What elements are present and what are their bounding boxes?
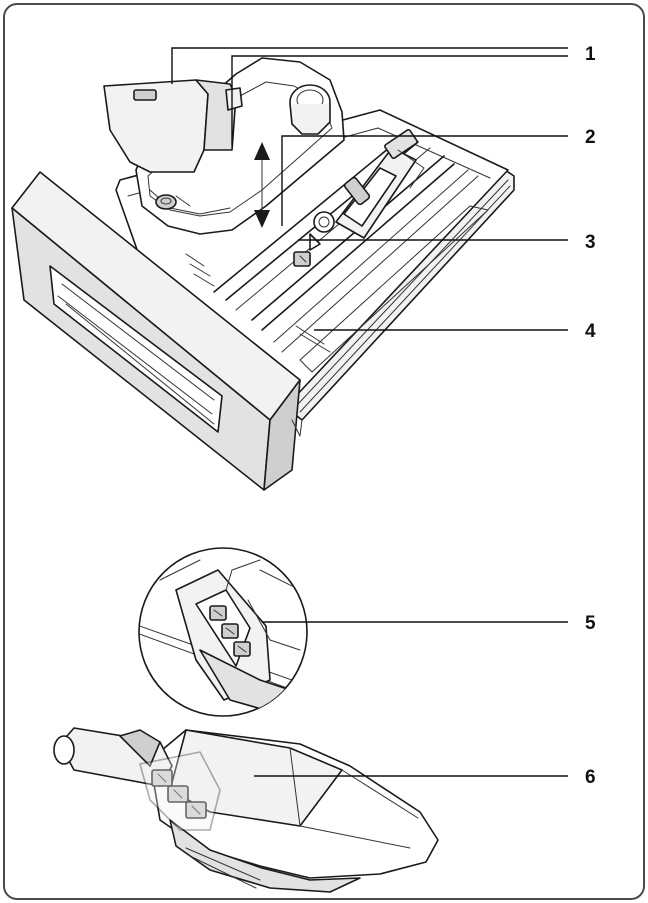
siphon-detail-icon xyxy=(138,547,308,717)
callout-numbers: 1 2 3 4 5 6 xyxy=(585,44,596,788)
callout-6: 6 xyxy=(585,767,596,788)
leader-line-1 xyxy=(171,47,568,84)
callout-2: 2 xyxy=(585,127,596,148)
callout-3: 3 xyxy=(585,232,596,253)
detergent-drawer-icon xyxy=(11,57,515,491)
callout-4: 4 xyxy=(585,321,596,342)
liquid-insert-icon xyxy=(53,727,439,893)
leader-lines xyxy=(171,47,568,777)
callout-1: 1 xyxy=(585,44,596,65)
leader-line-2 xyxy=(281,135,568,226)
leader-line-1b xyxy=(231,55,568,146)
callout-5: 5 xyxy=(585,613,596,634)
